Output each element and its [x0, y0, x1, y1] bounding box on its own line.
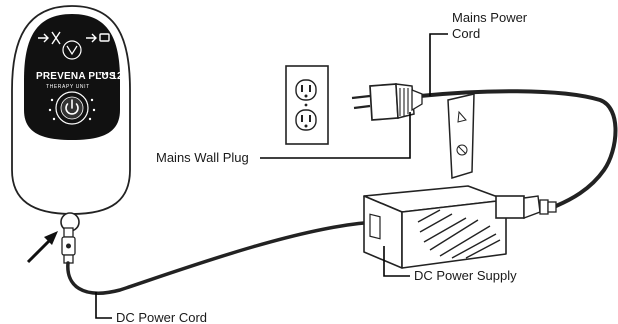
dc-plug	[61, 227, 76, 264]
leader-dc-power-cord	[95, 292, 112, 319]
brand-name: PREVENA PLUS	[36, 71, 116, 82]
label-mains-wall-plug: Mains Wall Plug	[156, 150, 249, 165]
therapy-unit: PREVENA PLUS ™ 125 THERAPY UNIT	[11, 5, 131, 232]
label-mains-power-cord-line2: Cord	[452, 26, 480, 41]
therapy-status-icons	[38, 31, 110, 45]
leader-mains-power-cord	[429, 33, 448, 96]
dc-power-supply	[363, 185, 507, 269]
mains-wall-plug	[351, 83, 423, 121]
leader-dc-power-supply	[383, 246, 410, 277]
iec-connector	[495, 195, 557, 220]
brand-subtitle: THERAPY UNIT	[46, 84, 90, 90]
label-dc-power-cord: DC Power Cord	[116, 310, 207, 324]
therapy-unit-face	[24, 14, 120, 140]
warning-label-icon	[447, 93, 475, 179]
brand-model: ™ 125	[98, 71, 129, 82]
therapy-unit-icon	[62, 40, 82, 60]
arrow-pointer-icon	[26, 231, 58, 264]
wall-outlet-icon	[285, 65, 329, 145]
power-button[interactable]	[48, 91, 96, 125]
power-icon	[65, 99, 79, 115]
label-dc-power-supply: DC Power Supply	[414, 268, 517, 283]
label-mains-power-cord-line1: Mains Power	[452, 10, 528, 25]
leader-mains-wall-plug	[260, 112, 411, 159]
